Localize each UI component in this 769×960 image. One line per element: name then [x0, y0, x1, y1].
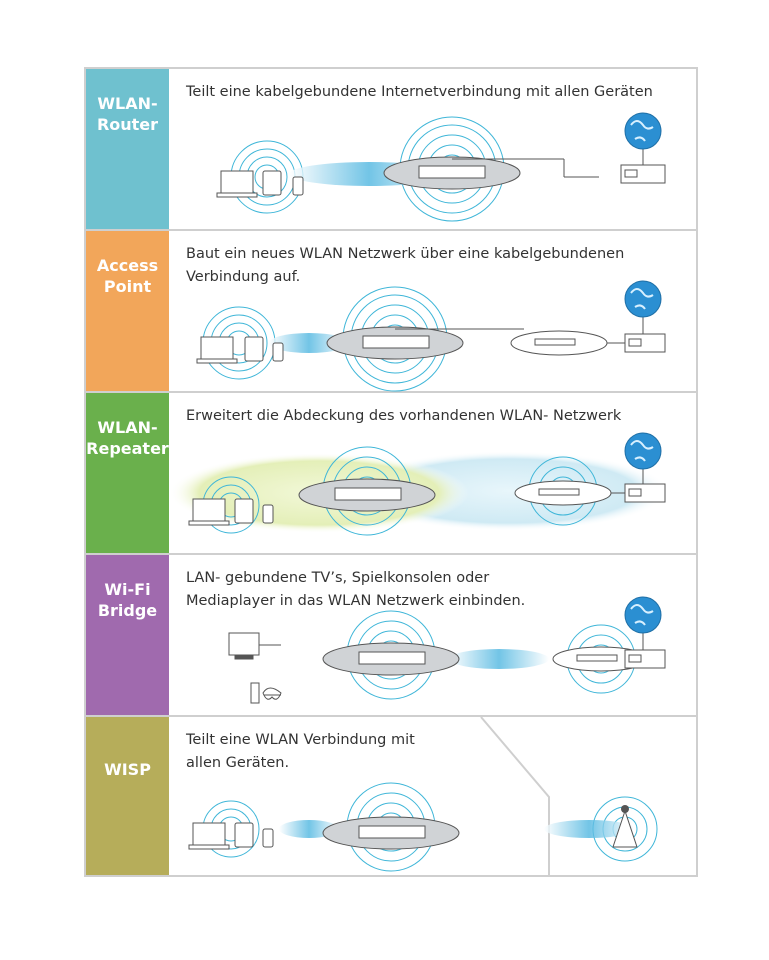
scene-wlan-router	[169, 69, 698, 229]
laptop-icon	[188, 822, 274, 850]
bridge-icon	[322, 642, 460, 676]
modem-icon	[624, 629, 666, 669]
row-wifi-bridge: Wi-Fi Bridge LAN- gebundene TV’s, Spielk…	[86, 555, 696, 717]
wireless-beam-icon	[449, 649, 549, 669]
description-wlan-router: Teilt eine kabelgebundene Internetverbin…	[186, 84, 653, 100]
description-wlan-repeater: Erweitert die Abdeckung des vorhandenen …	[186, 408, 622, 424]
label-wlan-repeater: WLAN- Repeater	[86, 393, 169, 553]
label-wlan-router: WLAN- Router	[86, 69, 169, 229]
modem-icon	[607, 313, 666, 353]
row-wlan-repeater: WLAN- Repeater Erweitert die Abdeckung d…	[86, 393, 696, 555]
scene-access-point	[169, 231, 698, 392]
globe-icon	[624, 280, 662, 318]
scene-wlan-repeater	[169, 393, 698, 553]
globe-icon	[624, 432, 662, 470]
router-icon	[326, 326, 524, 360]
row-access-point: Access Point Baut ein neues WLAN Netzwer…	[86, 231, 696, 393]
laptop-icon	[196, 336, 284, 364]
label-access-point: Access Point	[86, 231, 169, 391]
game-console-icon	[250, 682, 282, 704]
laptop-icon	[216, 170, 304, 198]
tv-icon	[228, 632, 260, 660]
callout-divider	[480, 716, 550, 875]
description-access-point: Baut ein neues WLAN Netzwerk über eine k…	[186, 246, 625, 285]
scene-wifi-bridge	[169, 555, 698, 715]
label-wisp: WISP	[86, 717, 169, 875]
antenna-tower-icon	[612, 805, 638, 848]
switch-icon	[510, 330, 608, 356]
lan-cable-icon	[259, 644, 281, 696]
description-wisp: Teilt eine WLAN Verbindung mit allen Ger…	[186, 732, 415, 771]
scene-wisp	[169, 716, 698, 875]
row-wlan-router: WLAN- Router Teilt eine kabelgebundene I…	[86, 69, 696, 231]
mode-diagram-frame: WLAN- Router Teilt eine kabelgebundene I…	[84, 67, 698, 877]
laptop-icon	[188, 498, 274, 526]
router-icon	[514, 480, 625, 506]
row-wisp: WISP Teilt eine WLAN Verbindung mit alle…	[86, 716, 698, 875]
repeater-icon	[298, 478, 436, 512]
globe-icon	[624, 596, 662, 634]
router-icon	[383, 156, 564, 190]
label-wifi-bridge: Wi-Fi Bridge	[86, 555, 169, 715]
router-icon	[322, 816, 460, 850]
description-wifi-bridge: LAN- gebundene TV’s, Spielkonsolen oder …	[186, 570, 526, 609]
globe-icon	[624, 112, 662, 150]
wireless-beam-icon	[269, 333, 349, 353]
wireless-beam-icon	[544, 820, 634, 838]
